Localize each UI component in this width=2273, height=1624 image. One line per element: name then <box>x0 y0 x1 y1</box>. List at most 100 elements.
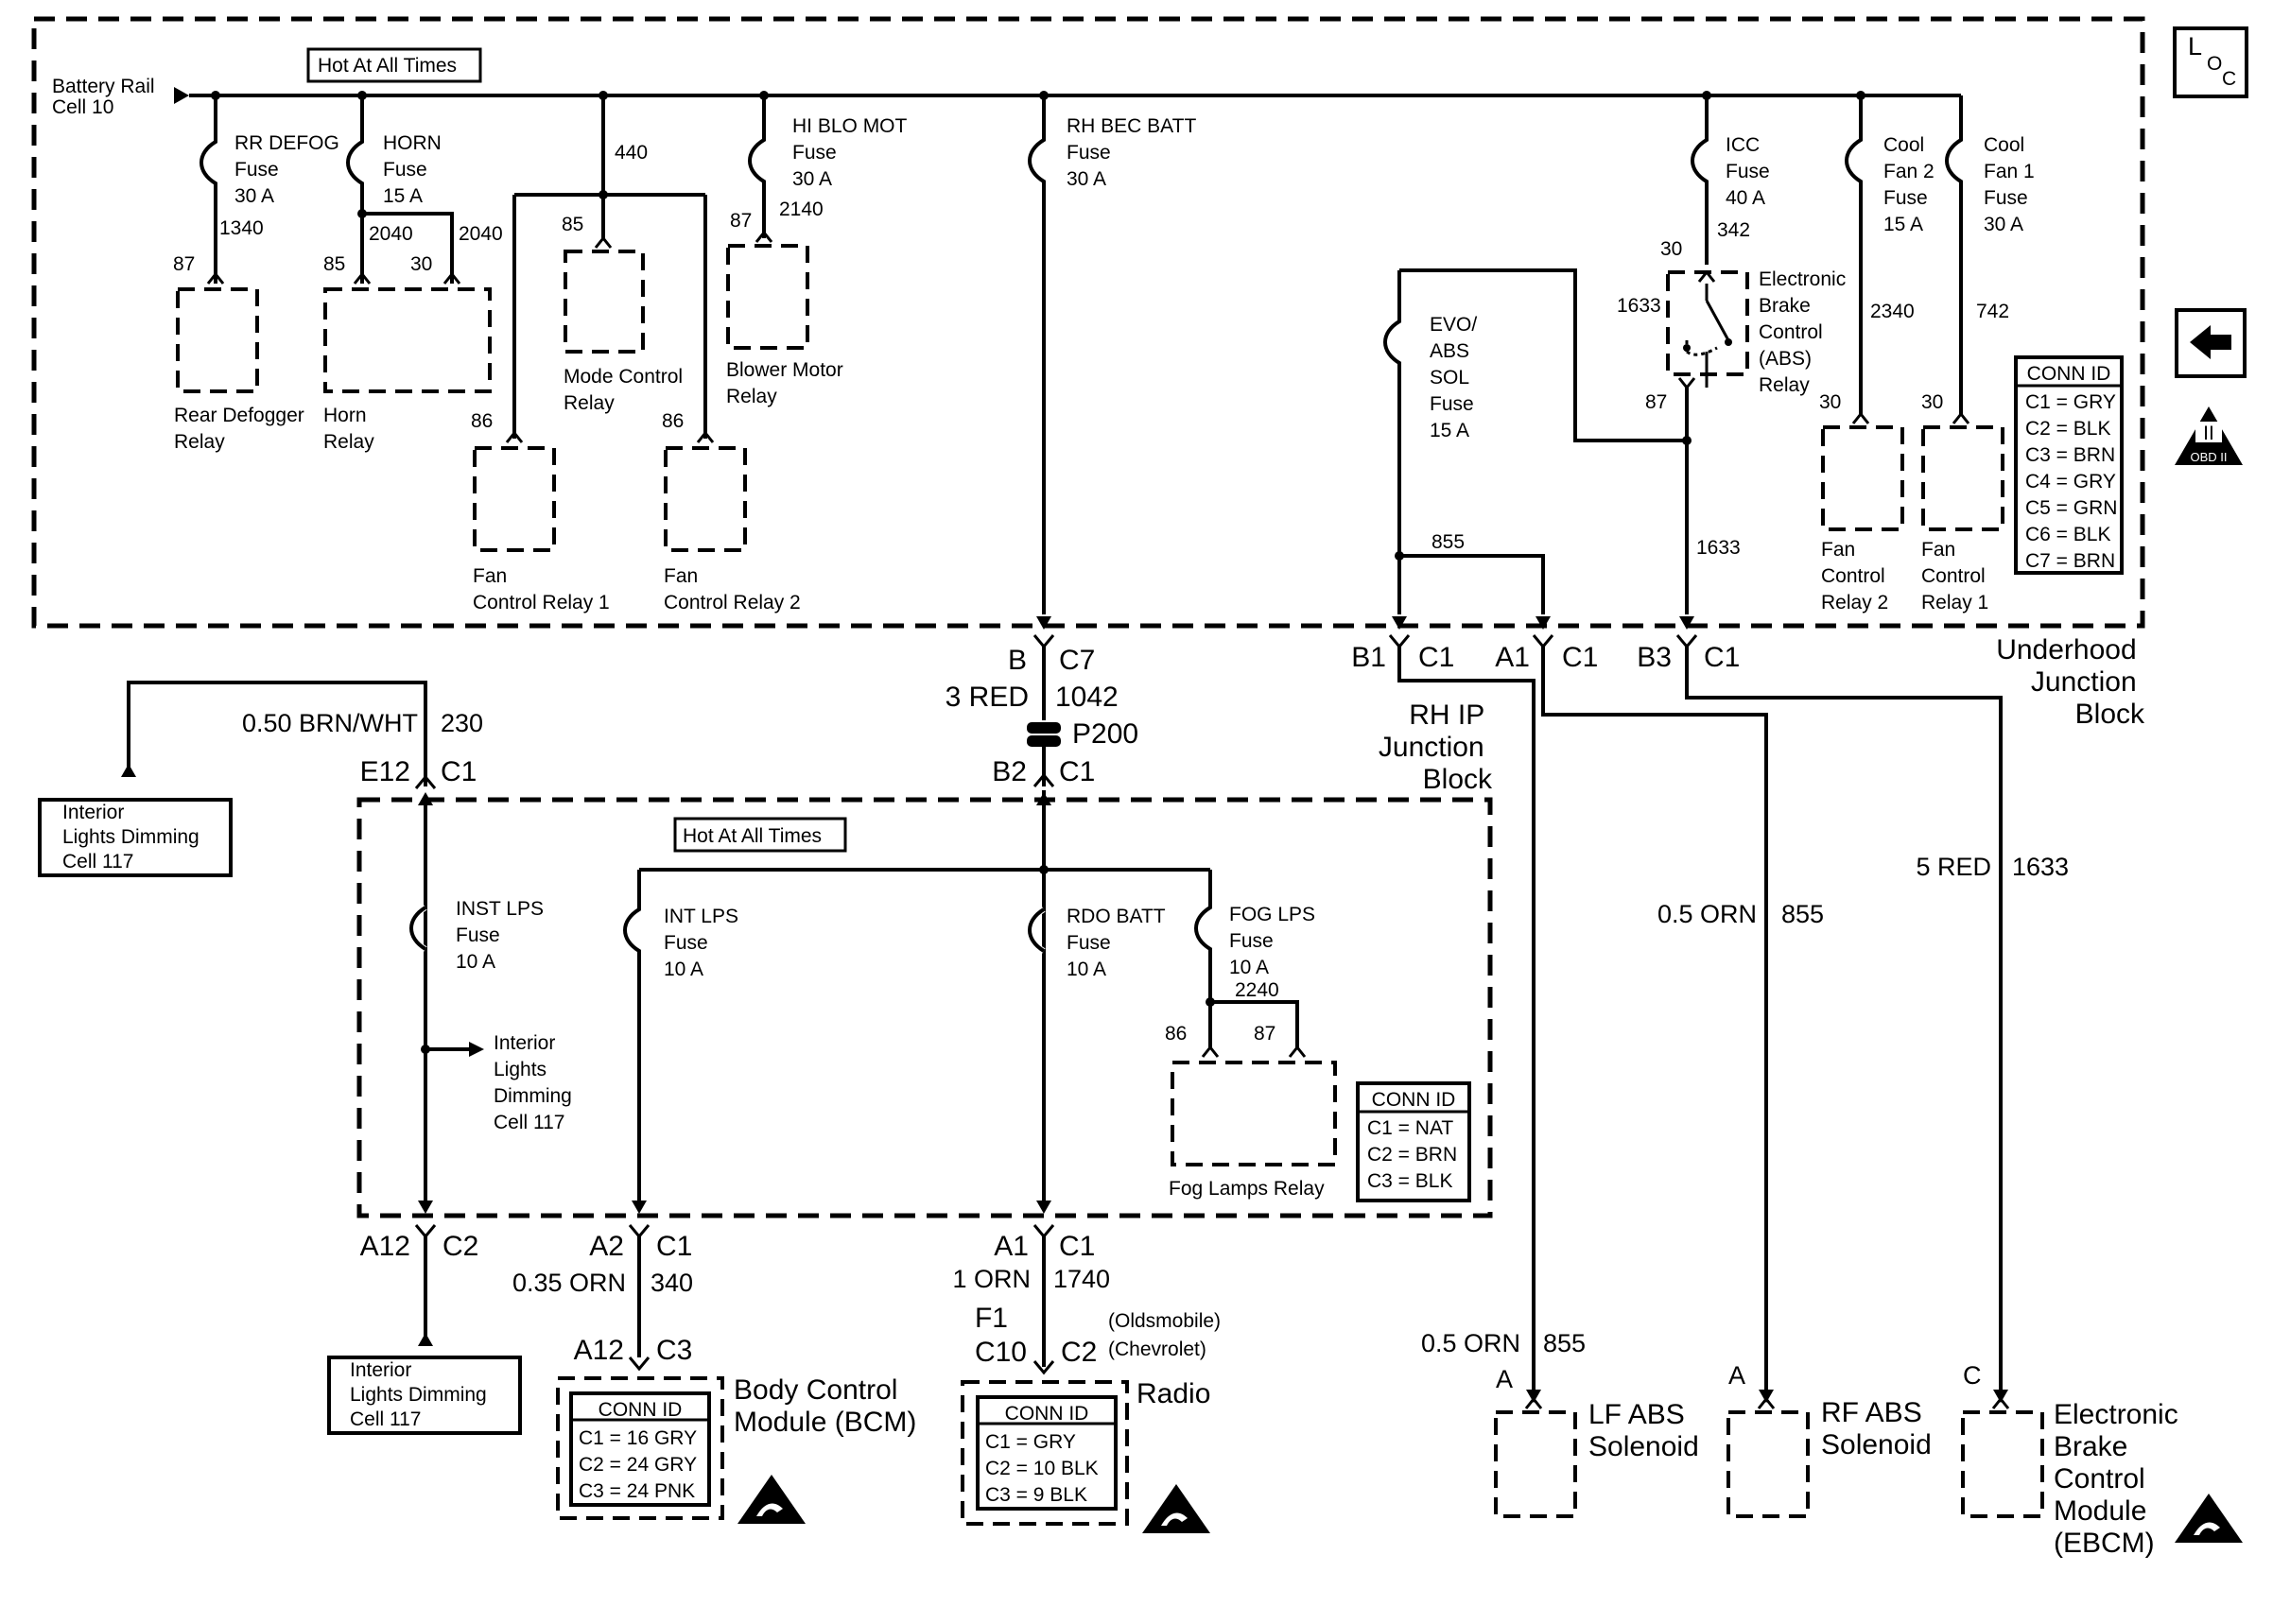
rh-bec-batt-fuse-label: RH BEC BATT Fuse 30 A <box>1067 115 1202 190</box>
svg-text:CONN ID: CONN ID <box>599 1399 683 1421</box>
horn-relay-label: Horn Relay <box>323 405 374 453</box>
horn-relay <box>323 287 492 393</box>
fog-lamps-relay <box>1171 1061 1337 1166</box>
svg-text:1633: 1633 <box>2012 853 2069 881</box>
svg-text:C4 = GRY: C4 = GRY <box>2025 471 2116 492</box>
svg-text:1340: 1340 <box>219 217 264 239</box>
fog-lamps-relay-label: Fog Lamps Relay <box>1169 1178 1325 1200</box>
esd-warning-icon <box>737 1475 806 1524</box>
rf-abs-solenoid-label: RF ABS Solenoid <box>1821 1397 1932 1460</box>
inst-lps-fuse-label: INST LPS Fuse 10 A <box>456 898 549 973</box>
svg-text:230: 230 <box>441 709 483 737</box>
svg-text:O: O <box>2207 53 2222 75</box>
esd-warning-icon <box>1142 1484 1210 1533</box>
svg-text:30: 30 <box>1819 391 1841 413</box>
svg-text:87: 87 <box>1254 1023 1275 1045</box>
svg-text:CONN ID: CONN ID <box>1372 1089 1456 1111</box>
svg-text:C2 = BRN: C2 = BRN <box>1367 1144 1457 1166</box>
svg-text:C1: C1 <box>656 1231 692 1262</box>
svg-text:742: 742 <box>1976 301 2009 322</box>
svg-text:86: 86 <box>471 410 493 432</box>
lf-abs-solenoid <box>1494 1410 1577 1518</box>
svg-text:B3: B3 <box>1637 642 1672 673</box>
svg-text:30: 30 <box>1660 238 1682 260</box>
svg-text:342: 342 <box>1717 219 1750 241</box>
svg-text:86: 86 <box>1165 1023 1187 1045</box>
svg-text:0.5 ORN: 0.5 ORN <box>1657 900 1757 928</box>
underhood-junction-block-label: Underhood Junction Block <box>1996 634 2145 730</box>
ebcm-module <box>1961 1410 2044 1518</box>
svg-text:85: 85 <box>562 214 583 235</box>
radio-module <box>961 1380 1129 1526</box>
svg-text:C10: C10 <box>975 1337 1027 1368</box>
svg-text:0.5 ORN: 0.5 ORN <box>1421 1329 1520 1357</box>
svg-text:C2: C2 <box>442 1231 478 1262</box>
svg-text:C1 = 16 GRY: C1 = 16 GRY <box>579 1427 697 1449</box>
svg-text:A1: A1 <box>1495 642 1530 673</box>
underhood-conn-id-title: CONN ID <box>2027 363 2111 385</box>
svg-text:0.50 BRN/WHT: 0.50 BRN/WHT <box>242 709 418 737</box>
fan-control-relay-2-right-label: Fan Control Relay 2 <box>1821 539 1891 613</box>
svg-text:C1: C1 <box>1704 642 1740 673</box>
svg-text:87: 87 <box>730 210 752 232</box>
rh-ip-junction-block-outline <box>356 797 1493 1218</box>
svg-text:A1: A1 <box>994 1231 1029 1262</box>
underhood-conn-id-rows: C1 = GRY C2 = BLK C3 = BRN C4 = GRY C5 =… <box>2025 391 2117 572</box>
svg-text:A12: A12 <box>360 1231 410 1262</box>
svg-text:855: 855 <box>1431 531 1465 553</box>
fan-control-relay-1-right <box>1921 425 2004 531</box>
svg-text:86: 86 <box>662 410 684 432</box>
horn-fuse-label: HORN Fuse 15 A <box>383 132 447 207</box>
svg-text:B: B <box>1008 645 1027 676</box>
svg-text:C: C <box>1963 1361 1982 1390</box>
blower-motor-relay <box>726 244 809 350</box>
blower-motor-relay-label: Blower Motor Relay <box>726 359 849 407</box>
svg-text:1633: 1633 <box>1617 295 1661 317</box>
svg-text:30: 30 <box>1921 391 1943 413</box>
svg-text:II: II <box>2203 423 2214 444</box>
svg-text:(Chevrolet): (Chevrolet) <box>1108 1339 1206 1360</box>
underhood-junction-block-outline <box>31 16 2145 629</box>
hot-at-all-times-label: Hot At All Times <box>318 55 457 77</box>
svg-text:C1 = NAT: C1 = NAT <box>1367 1117 1453 1139</box>
svg-text:A2: A2 <box>589 1231 624 1262</box>
svg-text:CONN ID: CONN ID <box>1005 1403 1089 1425</box>
rdo-batt-fuse-label: RDO BATT Fuse 10 A <box>1067 906 1171 980</box>
lf-abs-solenoid-label: LF ABS Solenoid <box>1588 1399 1699 1462</box>
svg-text:C2 = BLK: C2 = BLK <box>2025 418 2110 440</box>
cool-fan1-fuse-label: Cool Fan 1 Fuse 30 A <box>1984 134 2040 235</box>
evo-abs-fuse-label: EVO/ ABS SOL Fuse 15 A <box>1430 314 1483 441</box>
rf-abs-solenoid <box>1726 1410 1810 1518</box>
loc-icon[interactable]: L O C <box>2173 26 2248 98</box>
svg-text:87: 87 <box>173 253 195 275</box>
svg-text:85: 85 <box>323 253 345 275</box>
svg-text:2040: 2040 <box>459 223 503 245</box>
battery-rail-label: Battery Rail Cell 10 <box>52 76 160 118</box>
svg-text:C: C <box>2222 68 2236 90</box>
cool-fan2-fuse-label: Cool Fan 2 Fuse 15 A <box>1883 134 1940 235</box>
svg-text:C1: C1 <box>1059 1231 1095 1262</box>
svg-text:2040: 2040 <box>369 223 413 245</box>
rh-ip-hot-at-all-times-label: Hot At All Times <box>683 825 822 847</box>
back-arrow-icon[interactable] <box>2175 308 2247 378</box>
bcm-module <box>556 1376 724 1520</box>
svg-text:87: 87 <box>1645 391 1667 413</box>
interior-lights-dimming-bottom-label: Interior Lights Dimming Cell 117 <box>350 1359 493 1430</box>
battery-arrow-icon <box>174 87 189 104</box>
fan-control-relay-1-right-label: Fan Control Relay 1 <box>1921 539 1991 613</box>
fan-control-relay-1 <box>473 446 556 552</box>
svg-text:C3: C3 <box>656 1335 692 1366</box>
svg-text:1042: 1042 <box>1055 682 1119 713</box>
svg-text:855: 855 <box>1781 900 1824 928</box>
underhood-conn-id-box <box>2014 355 2124 575</box>
fan-control-relay-1-label: Fan Control Relay 1 <box>473 565 610 613</box>
svg-text:C3 = 24 PNK: C3 = 24 PNK <box>579 1480 695 1502</box>
svg-text:P200: P200 <box>1072 718 1138 750</box>
svg-text:440: 440 <box>615 142 648 164</box>
svg-text:30: 30 <box>410 253 432 275</box>
svg-text:5 RED: 5 RED <box>1916 853 1991 881</box>
fan-control-relay-2-right <box>1821 425 1904 531</box>
rr-defog-fuse-label: RR DEFOG Fuse 30 A <box>234 132 345 207</box>
svg-text:C1: C1 <box>1059 756 1095 787</box>
fan-control-relay-2 <box>664 446 747 552</box>
